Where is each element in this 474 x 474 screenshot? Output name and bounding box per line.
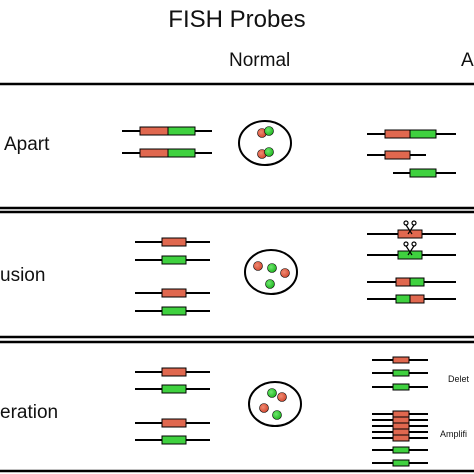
enumeration-normal-chromosomes <box>135 367 210 445</box>
break-apart-abnormal-chromosomes <box>367 129 456 178</box>
break-apart-normal-chromosomes <box>122 126 212 158</box>
enumeration-deletion-chromosomes <box>372 356 428 391</box>
break-apart-normal-nucleus <box>238 120 292 166</box>
row-label-fusion: usion <box>0 265 46 286</box>
fusion-abnormal-chromosomes <box>367 220 456 304</box>
enumeration-amplification-chromosomes <box>372 410 428 467</box>
row-label-break-apart: Apart <box>4 134 50 155</box>
column-header-normal: Normal <box>229 50 291 71</box>
column-header-abnormal: A <box>461 50 474 71</box>
diagram-title: FISH Probes <box>168 6 306 33</box>
scissors-icon <box>403 241 417 256</box>
scissors-icon <box>403 220 417 235</box>
deletion-label: Delet <box>448 374 470 384</box>
amplification-label: Amplifi <box>440 429 468 439</box>
enumeration-normal-nucleus <box>248 381 302 427</box>
fusion-normal-chromosomes <box>135 237 210 316</box>
row-label-enumeration: eration <box>0 402 59 423</box>
fusion-normal-nucleus <box>244 249 298 295</box>
